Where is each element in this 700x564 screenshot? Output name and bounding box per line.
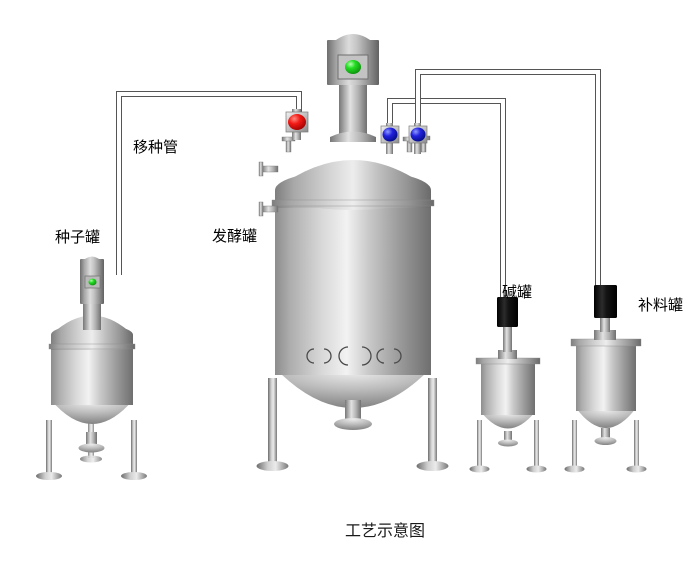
seed-tank[interactable]: [36, 256, 147, 481]
pipe-transfer: [116, 91, 302, 275]
feed-tank-legs: [564, 420, 647, 473]
diagram-caption: 工艺示意图: [345, 521, 426, 540]
alkali-tank-legs: [469, 420, 547, 473]
label-transfer-pipe: 移种管: [133, 138, 179, 156]
valve-alkali[interactable]: [380, 123, 400, 154]
fermenter-side-nozzles: [258, 161, 279, 217]
label-fermenter: 发酵罐: [212, 227, 258, 245]
label-seed-tank: 种子罐: [55, 228, 101, 246]
valve-feed[interactable]: [408, 123, 428, 154]
feed-tank[interactable]: [564, 285, 647, 473]
pipe-network: [116, 69, 601, 325]
fermenter-indicator-light: [345, 60, 361, 74]
valve-transfer[interactable]: [285, 109, 309, 140]
alkali-tank[interactable]: [469, 297, 547, 473]
seed-tank-motor: [80, 256, 104, 304]
fermenter[interactable]: [256, 34, 449, 471]
pipe-alkali: [387, 98, 506, 325]
label-feed-tank: 补料罐: [638, 296, 684, 314]
pipe-feed: [415, 69, 601, 300]
fermenter-motor: [327, 34, 379, 85]
feed-tank-motor: [594, 285, 617, 318]
fermenter-sight-glasses: [306, 346, 402, 366]
seed-tank-indicator-light: [88, 278, 97, 286]
label-alkali-tank: 碱罐: [502, 283, 533, 301]
fermenter-legs: [256, 378, 449, 471]
alkali-tank-motor: [497, 297, 518, 327]
